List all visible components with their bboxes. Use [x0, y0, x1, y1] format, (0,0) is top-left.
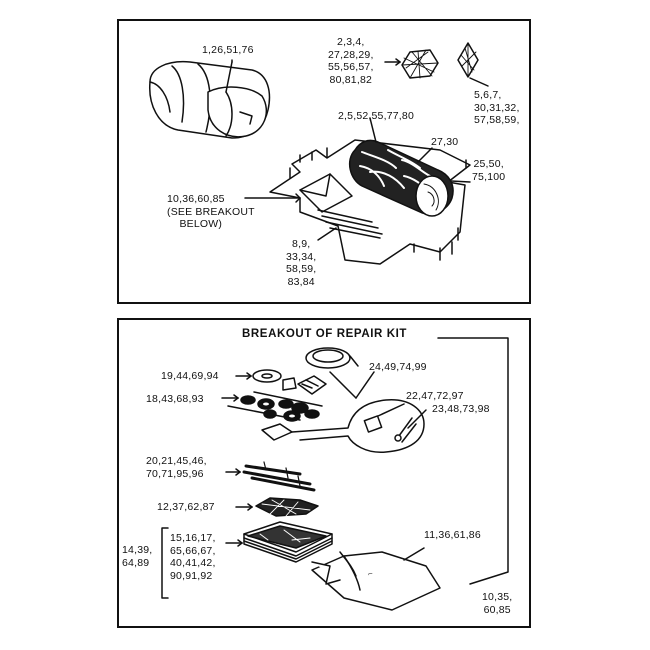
bag-drawing: ⌐: [311, 547, 441, 611]
patch-mesh-drawing: [235, 497, 319, 517]
spool-drawing: [235, 369, 327, 395]
pad-stack-callout: 15,16,17, 65,66,67, 40,41,42, 90,91,92: [170, 532, 216, 582]
tools-magnifier-drawing: [261, 399, 427, 453]
camouflage-roll-drawing: [348, 117, 454, 217]
grommets-drawing: [221, 391, 323, 422]
netting-small-callout: 5,6,7, 30,31,32, 57,58,59,: [474, 89, 520, 126]
stakes-callout: 8,9, 33,34, 58,59, 83,84: [286, 238, 317, 288]
netting-small-drawing: [457, 42, 489, 87]
repair-kit-reference-callout: 10,36,60,85 (SEE BREAKOUT BELOW): [167, 193, 255, 230]
svg-text:⌐: ⌐: [368, 571, 373, 578]
camouflage-roll-callout: 2,5,52,55,77,80: [338, 110, 414, 122]
sleeping-bags-callout: 1,26,51,76: [202, 44, 254, 56]
spool-callout: 19,44,69,94: [161, 370, 219, 382]
netting-large-callout: 2,3,4, 27,28,29, 55,56,57, 80,81,82: [328, 36, 374, 86]
coil-callout: 24,49,74,99: [369, 361, 427, 373]
pad-group-bracket: [161, 527, 169, 599]
clip-tool-callout: 22,47,72,97: [406, 390, 464, 402]
bag-callout: 11,36,61,86: [424, 529, 481, 541]
grommets-callout: 18,43,68,93: [146, 393, 204, 405]
coil-drawing: [305, 347, 375, 399]
ground-sheet-callout: 25,50, 75,100: [472, 158, 506, 183]
pad-stack-drawing: [225, 521, 333, 563]
roll-straps-callout: 27,30: [431, 136, 459, 148]
repair-kit-title: BREAKOUT OF REPAIR KIT: [242, 328, 408, 340]
rods-callout: 20,21,45,46, 70,71,95,96: [146, 455, 207, 480]
pliers-callout: 23,48,73,98: [432, 403, 490, 415]
rods-drawing: [225, 461, 316, 492]
kit-brace: [437, 337, 509, 585]
kit-total-callout: 10,35, 60,85: [482, 591, 513, 616]
patch-mesh-callout: 12,37,62,87: [157, 501, 215, 513]
sleeping-bags-drawing: [149, 60, 271, 139]
netting-large-drawing: [384, 49, 439, 79]
pad-group-callout: 14,39, 64,89: [122, 544, 153, 569]
